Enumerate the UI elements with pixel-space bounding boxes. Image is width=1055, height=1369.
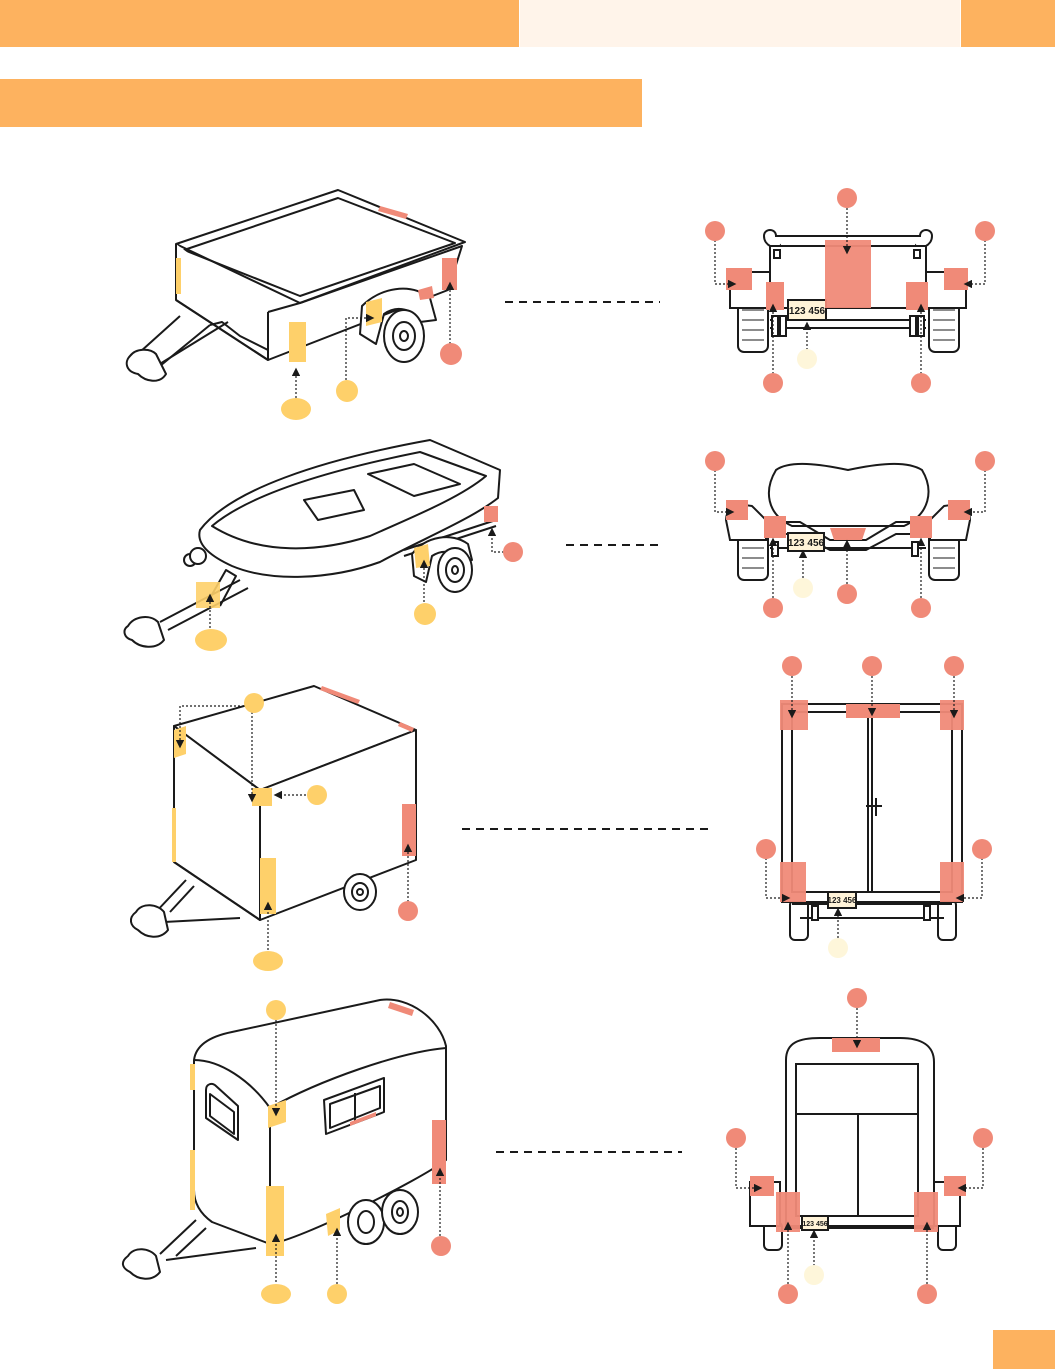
yellow-reflector-callout — [336, 380, 358, 402]
cargo-trailer-rear-view — [781, 703, 963, 941]
red-reflector-callout — [837, 188, 857, 208]
header-bar-middle — [520, 0, 960, 47]
red-reflector-callout — [837, 584, 857, 604]
utility-rear-reflector-patches — [726, 240, 968, 310]
utility-callouts — [291, 281, 455, 398]
plate-light-callout — [804, 1265, 824, 1285]
yellow-reflector-callout — [253, 951, 283, 971]
red-reflector-callout — [782, 656, 802, 676]
header-bar-left — [0, 0, 519, 47]
yellow-reflector-callout — [307, 785, 327, 805]
horse-trailer-side-view — [122, 998, 447, 1280]
red-reflector-callout — [726, 1128, 746, 1148]
red-reflector-callout — [975, 221, 995, 241]
yellow-reflector-callout — [281, 398, 311, 420]
license-plate-utility: 123 456 — [789, 306, 826, 317]
cargo-callouts — [175, 705, 413, 950]
plate-light-callout — [828, 938, 848, 958]
red-reflector-callout — [398, 901, 418, 921]
boat-trailer-rear-view — [724, 462, 972, 581]
red-reflector-callout — [440, 343, 462, 365]
boat-trailer-side-view — [123, 439, 501, 648]
yellow-reflector-callout — [327, 1284, 347, 1304]
red-reflector-callout — [763, 598, 783, 618]
red-reflector-callout — [705, 221, 725, 241]
red-reflector-callout — [911, 598, 931, 618]
boat-rear-reflector-patches — [726, 500, 970, 540]
red-reflector-callout — [503, 542, 523, 562]
red-reflector-callout — [756, 839, 776, 859]
yellow-reflector-callout — [195, 629, 227, 651]
boat-callouts — [205, 527, 504, 628]
red-reflector-callout — [705, 451, 725, 471]
yellow-reflector-callout — [261, 1284, 291, 1304]
cargo-reflector-patches — [172, 686, 416, 914]
red-reflector-callout — [975, 451, 995, 471]
utility-rear-callouts — [714, 208, 986, 374]
license-plate-cargo: 123 456 — [828, 896, 857, 905]
red-reflector-callout — [763, 373, 783, 393]
red-reflector-callout — [944, 656, 964, 676]
section-heading-bar — [0, 79, 642, 127]
license-plate-boat: 123 456 — [788, 538, 825, 549]
yellow-reflector-callout — [244, 693, 264, 713]
cargo-rear-callouts — [765, 676, 983, 938]
header-bar-right — [961, 0, 1055, 47]
horse-trailer-rear-view — [749, 1037, 961, 1251]
red-reflector-callout — [778, 1284, 798, 1304]
yellow-reflector-callout — [414, 603, 436, 625]
plate-light-callout — [793, 578, 813, 598]
red-reflector-callout — [847, 988, 867, 1008]
page-number-tab — [993, 1330, 1055, 1369]
boat-rear-callouts — [714, 470, 986, 598]
red-reflector-callout — [973, 1128, 993, 1148]
red-reflector-callout — [917, 1284, 937, 1304]
utility-reflector-patches — [176, 206, 457, 362]
red-reflector-callout — [972, 839, 992, 859]
plate-light-callout — [797, 349, 817, 369]
yellow-reflector-callout — [266, 1000, 286, 1020]
red-reflector-callout — [862, 656, 882, 676]
license-plate-horse: 123 456 — [802, 1221, 827, 1228]
red-reflector-callout — [431, 1236, 451, 1256]
horse-callouts — [271, 1020, 445, 1284]
red-reflector-callout — [911, 373, 931, 393]
horse-rear-callouts — [735, 1008, 984, 1284]
